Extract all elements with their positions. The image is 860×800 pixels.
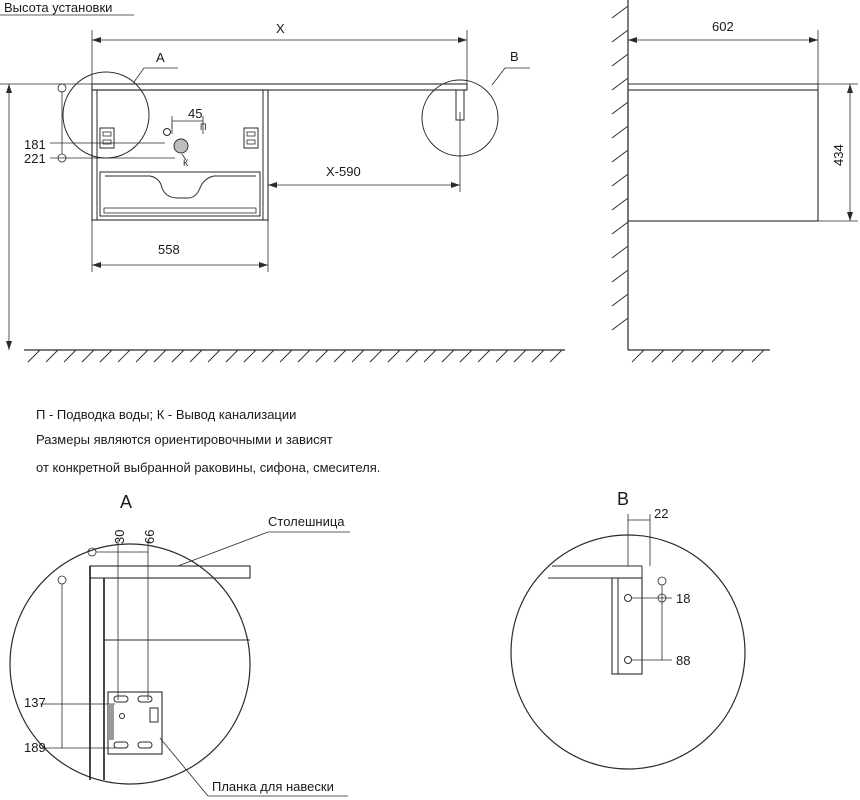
detail-a-bracket-edge [108,704,114,740]
note-line-1: П - Подводка воды; К - Вывод канализации [36,407,296,422]
dim-602-label: 602 [712,19,734,34]
side-wall-hatch [611,5,629,331]
left-bracket-slot-bottom [102,139,112,145]
water-supply-port [163,128,171,136]
detail-a-countertop-leader [177,531,269,567]
dim-221-label: 221 [24,151,46,166]
detail-a-dim-189-label: 189 [24,740,46,755]
detail-b-title: B [617,489,629,509]
detail-a-circle [9,543,251,785]
detail-a-countertop-label: Столешница [268,514,345,529]
right-bracket [243,127,259,149]
detail-a-bracket-slot-2 [137,695,153,703]
right-bracket-slot-bottom [246,139,256,145]
callout-a-circle [62,71,150,159]
detail-a-bracket-adjuster [149,707,159,723]
dim-558-label: 558 [158,242,180,257]
side-countertop [627,83,819,91]
dim-45-label: 45 [188,106,202,121]
marker-k-leader [181,153,187,161]
dim-558-arrow-right [259,262,268,268]
dim-434-arrow-top [847,84,853,93]
floor-hatch [27,349,563,363]
detail-a-dim-137-origin [57,575,67,585]
note-line-2: Размеры являются ориентировочными и зави… [36,432,333,447]
detail-a-bracket-slot-1 [113,695,129,703]
detail-a-dim-66-label: 66 [142,530,157,544]
detail-a-bracket [107,691,163,755]
detail-a-countertop [89,565,251,579]
dim-602-arrow-right [809,37,818,43]
front-view: Высота установки [0,0,565,363]
callout-a-leader [133,67,145,83]
note-line-3: от конкретной выбранной раковины, сифона… [36,460,380,475]
dim-origin-marker [57,83,67,93]
dim-x-arrow-left [92,37,101,43]
detail-a-title: A [120,492,132,512]
detail-a-bracket-slot-4 [137,741,153,749]
detail-a-dim-origin [87,547,97,557]
detail-a-bracket-slot-3 [113,741,129,749]
dim-x590-arrow-right [451,182,460,188]
callout-b-circle [421,79,499,157]
install-height-arrow-top [6,84,12,93]
dim-434-arrow-bottom [847,212,853,221]
drawer-siphon-cutout [105,175,256,199]
detail-a-dim-30-label: 30 [112,530,127,544]
dim-x-arrow-right [458,37,467,43]
detail-b: B 22 18 88 [510,489,746,770]
left-bracket [99,127,115,149]
detail-b-dim-88-label: 88 [676,653,690,668]
detail-b-bracket-small [455,89,465,121]
dim-x590-arrow-left [268,182,277,188]
marker-k-label: К [183,158,189,168]
detail-b-dim-22-label: 22 [654,506,668,521]
drain-outlet [173,138,189,154]
install-height-label: Высота установки [4,0,112,15]
detail-a-dim-137-label: 137 [24,695,46,710]
dim-558-arrow-left [92,262,101,268]
countertop [91,83,468,91]
detail-b-hole-top [624,594,632,602]
detail-b-hole-bottom [624,656,632,664]
drawer [99,171,261,217]
dim-181-label: 181 [24,137,46,152]
side-view: 602 434 [611,0,858,363]
callout-a-label: A [156,50,165,65]
dim-602-arrow-left [628,37,637,43]
detail-a-bracket-hole [119,713,125,719]
left-bracket-slot-top [102,131,112,137]
dim-434-label: 434 [831,144,846,166]
notes-block: П - Подводка воды; К - Вывод канализации… [36,407,380,475]
detail-b-dim-18-label: 18 [676,591,690,606]
side-cabinet [627,89,819,222]
side-floor-hatch [631,349,765,363]
detail-a: A 30 66 137 189 Столешница [9,492,350,797]
right-bracket-slot-top [246,131,256,137]
detail-b-circle [510,534,746,770]
drawer-rail [103,207,257,214]
dim-x-label: X [276,21,285,36]
callout-b-label: B [510,49,519,64]
install-height-arrow-bottom [6,341,12,350]
callout-b-leader [491,67,506,86]
detail-a-bracket-label: Планка для навески [212,779,334,794]
dim-x590-label: X-590 [326,164,361,179]
detail-b-dim-origin [657,576,667,586]
detail-a-bracket-leader [159,737,209,797]
cabinet-body [91,89,269,221]
detail-b-bracket [611,577,643,675]
